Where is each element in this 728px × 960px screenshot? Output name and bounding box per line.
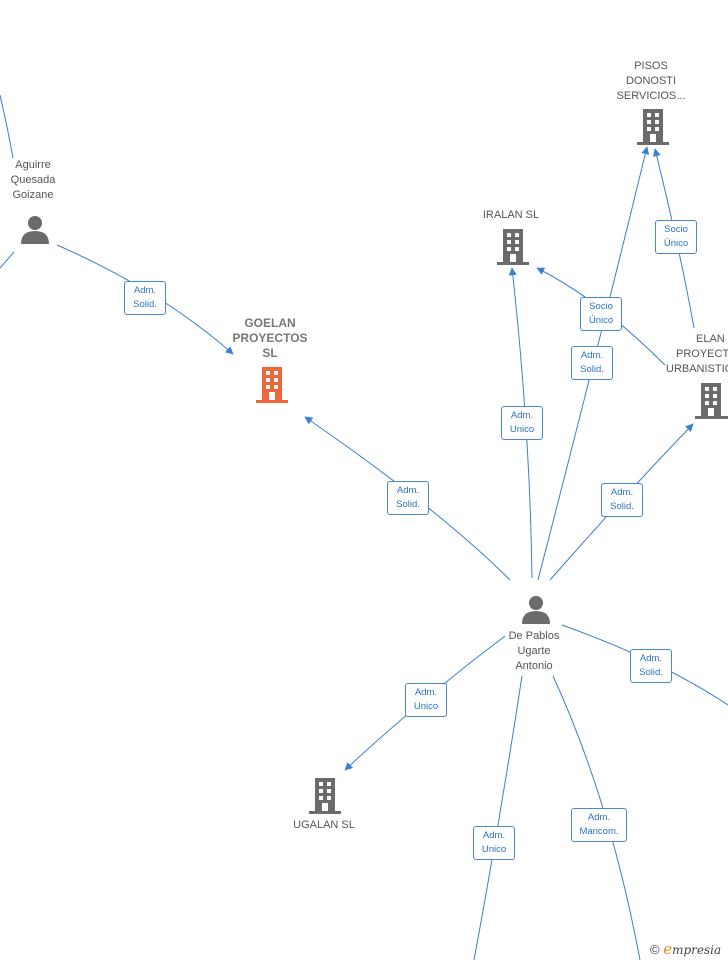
edge-depablos-down1 — [473, 675, 523, 960]
building-icon[interactable] — [309, 778, 341, 814]
relation-badge-depablos-pisos[interactable]: Adm. Solid. — [571, 346, 613, 380]
node-ugalan-label[interactable]: UGALAN SL — [293, 819, 355, 831]
relation-badge-depablos-down2[interactable]: Adm. Mancom. — [571, 808, 627, 842]
node-goelan-label[interactable]: GOELAN PROYECTOS SL — [232, 316, 308, 360]
building-icon[interactable] — [256, 367, 288, 403]
relation-badge-elan-pisos[interactable]: Socio Único — [655, 220, 697, 254]
relation-badge-depablos-iralan[interactable]: Adm. Unico — [501, 406, 543, 440]
building-icon[interactable] — [637, 109, 669, 145]
building-icon[interactable] — [497, 229, 529, 265]
brand-watermark: © empresia — [650, 940, 721, 958]
node-elan-label[interactable]: ELAN PROYECT URBANISTIC — [666, 333, 728, 375]
relation-badge-depablos-ugalan[interactable]: Adm. Unico — [405, 683, 447, 717]
node-depablos-label[interactable]: De Pablos Ugarte Antonio — [508, 630, 560, 672]
person-icon[interactable] — [21, 214, 49, 244]
relation-badge-depablos-right[interactable]: Adm. Solid. — [630, 649, 672, 683]
person-icon[interactable] — [522, 594, 550, 624]
relation-badge-depablos-elan[interactable]: Adm. Solid. — [601, 483, 643, 517]
relation-badge-depablos-down1[interactable]: Adm. Unico — [473, 826, 515, 860]
brand-initial: e — [663, 940, 673, 958]
brand-name: mpresia — [672, 943, 722, 957]
relation-badge-elan-iralan[interactable]: Socio Único — [580, 297, 622, 331]
edge-aguirre-offscreen-top — [0, 94, 14, 159]
building-icon[interactable] — [695, 383, 728, 419]
copyright-symbol: © — [650, 942, 660, 957]
edge-aguirre-offscreen-left — [0, 251, 15, 269]
relation-badge-aguirre-goelan[interactable]: Adm. Solid. — [124, 281, 166, 315]
relation-badge-depablos-goelan[interactable]: Adm. Solid. — [387, 481, 429, 515]
node-iralan-label[interactable]: IRALAN SL — [482, 209, 540, 221]
node-pisos-label[interactable]: PISOS DONOSTI SERVICIOS... — [616, 60, 686, 102]
node-aguirre-label[interactable]: Aguirre Quesada Goizane — [10, 159, 56, 201]
